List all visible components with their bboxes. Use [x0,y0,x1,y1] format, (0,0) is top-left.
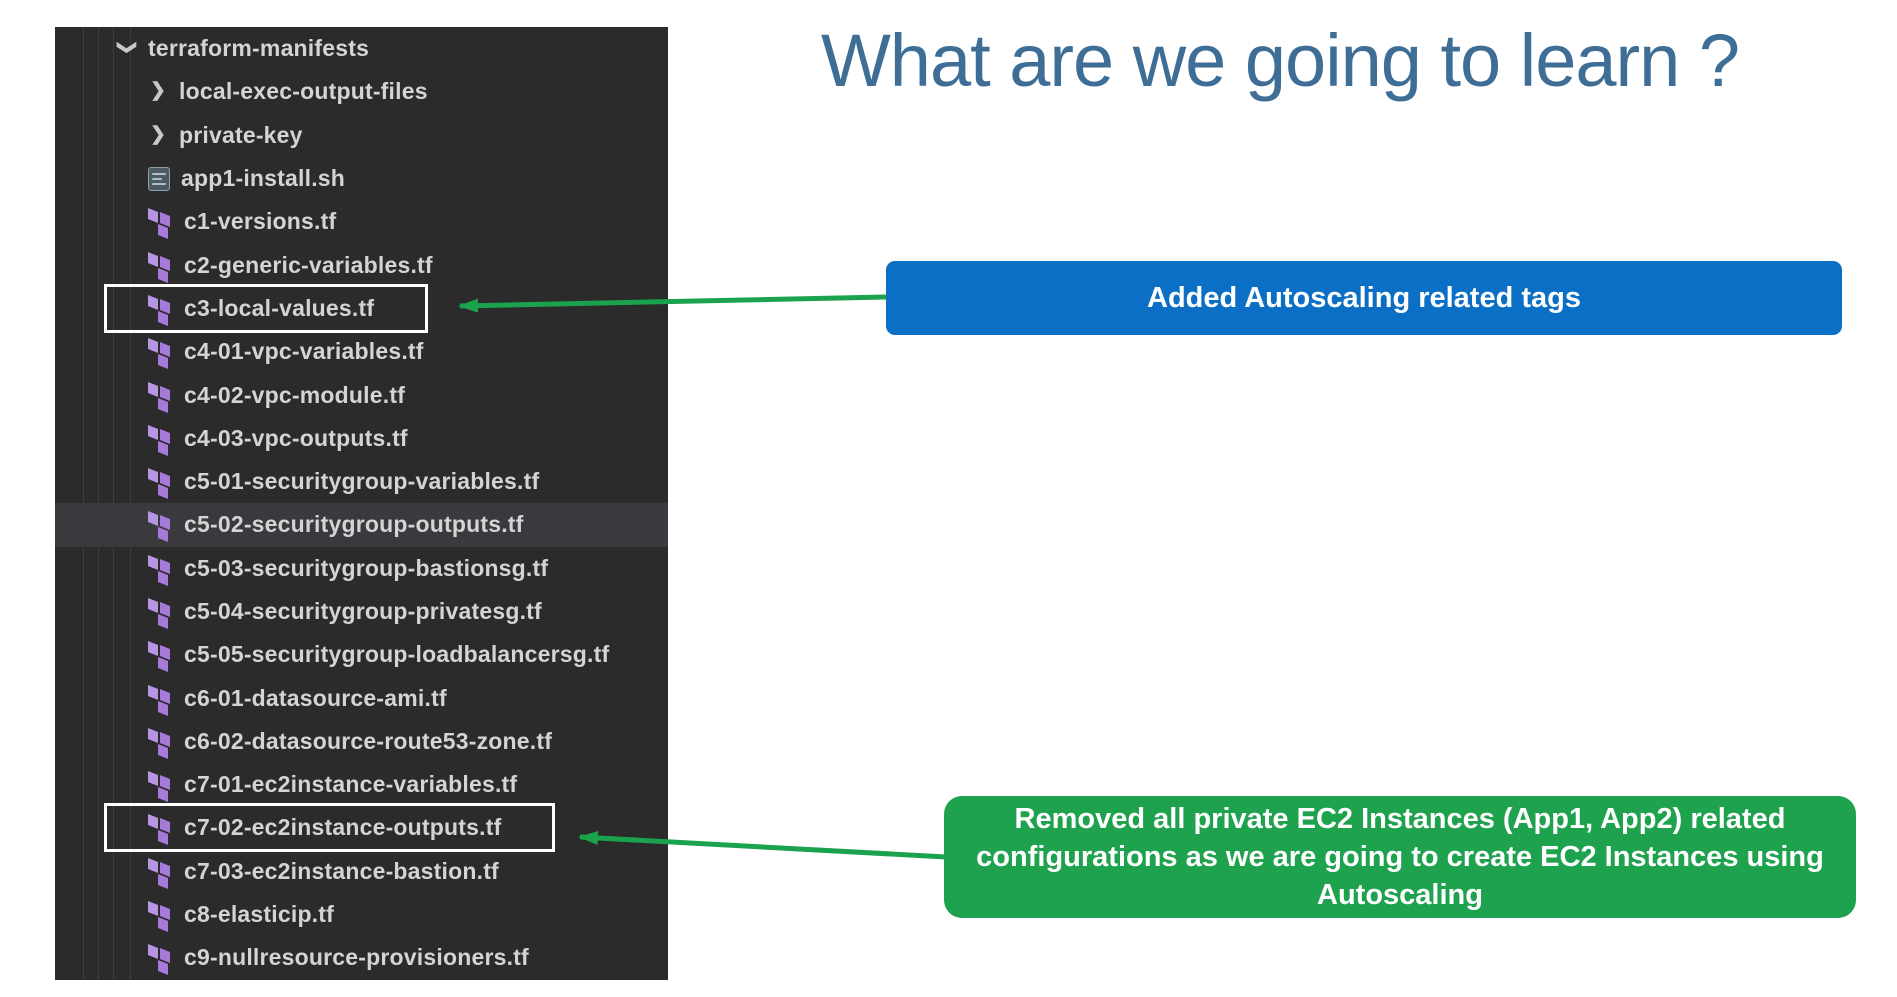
tree-item-c5-01-securitygroup-variables.tf[interactable]: c5-01-securitygroup-variables.tf [55,460,668,503]
chevron-right-icon: ❯ [150,123,166,145]
file-name: c4-01-vpc-variables.tf [184,338,424,365]
file-name: c9-nullresource-provisioners.tf [184,944,529,971]
tree-item-app1-install.sh[interactable]: app1-install.sh [55,157,668,200]
file-name: app1-install.sh [181,165,346,192]
tree-item-c6-02-datasource-route53-zone.tf[interactable]: c6-02-datasource-route53-zone.tf [55,720,668,763]
file-explorer-panel: ❯ terraform-manifests ❯ local-exec-output… [55,27,668,980]
terraform-icon [148,509,173,543]
terraform-icon [148,466,173,500]
file-name: c7-03-ec2instance-bastion.tf [184,857,499,884]
tree-item-c6-01-datasource-ami.tf[interactable]: c6-01-datasource-ami.tf [55,676,668,719]
terraform-icon [148,942,173,976]
tree-item-c5-05-securitygroup-loadbalancersg.tf[interactable]: c5-05-securitygroup-loadbalancersg.tf [55,633,668,676]
tree-item-c2-generic-variables.tf[interactable]: c2-generic-variables.tf [55,243,668,286]
file-name: c4-03-vpc-outputs.tf [184,424,408,451]
terraform-icon [148,683,173,716]
tree-item-c1-versions.tf[interactable]: c1-versions.tf [55,200,668,243]
file-name: c8-elasticip.tf [184,901,334,928]
folder-name: terraform-manifests [148,35,370,62]
callout-text: Removed all private EC2 Instances (App1,… [976,803,1824,911]
terraform-icon [148,596,173,630]
folder-name: private-key [179,121,303,148]
file-name: c4-02-vpc-module.tf [184,381,406,408]
shell-script-icon [148,166,170,191]
tree-item-private-key[interactable]: ❯ private-key [55,114,668,157]
tree-item-c7-02-ec2instance-outputs.tf[interactable]: c7-02-ec2instance-outputs.tf [55,803,668,853]
chevron-right-icon: ❯ [150,80,166,102]
terraform-icon [148,380,173,413]
file-name: c6-01-datasource-ami.tf [184,684,447,711]
file-tree: ❯ terraform-manifests ❯ local-exec-output… [55,27,668,980]
terraform-icon [148,423,173,456]
terraform-icon [148,293,173,326]
file-name: c6-02-datasource-route53-zone.tf [184,727,553,754]
callout-removed-ec2-instances: Removed all private EC2 Instances (App1,… [944,796,1856,918]
file-name: c5-04-securitygroup-privatesg.tf [184,598,542,624]
page-title: What are we going to learn ? [820,19,1740,102]
terraform-icon [148,856,173,889]
file-name: c3-local-values.tf [184,294,375,321]
chevron-down-icon: ❯ [116,39,138,56]
terraform-icon [148,769,173,803]
tree-item-c9-nullresource-provisioners.tf[interactable]: c9-nullresource-provisioners.tf [55,936,668,979]
terraform-icon [148,553,173,586]
tree-item-local-exec-output-files[interactable]: ❯ local-exec-output-files [55,70,668,113]
tree-item-c7-01-ec2instance-variables.tf[interactable]: c7-01-ec2instance-variables.tf [55,763,668,806]
file-name: c1-versions.tf [184,208,337,235]
tree-item-c4-01-vpc-variables.tf[interactable]: c4-01-vpc-variables.tf [55,330,668,373]
tree-item-c4-02-vpc-module.tf[interactable]: c4-02-vpc-module.tf [55,373,668,416]
file-name: c5-01-securitygroup-variables.tf [184,468,540,495]
terraform-icon [148,812,173,846]
file-name: c2-generic-variables.tf [184,251,433,278]
folder-name: local-exec-output-files [179,78,428,105]
tree-item-c5-04-securitygroup-privatesg.tf[interactable]: c5-04-securitygroup-privatesg.tf [55,590,668,633]
tree-item-c5-03-securitygroup-bastionsg.tf[interactable]: c5-03-securitygroup-bastionsg.tf [55,547,668,590]
terraform-icon [148,899,173,933]
tree-item-terraform-manifests[interactable]: ❯ terraform-manifests [55,27,668,70]
terraform-icon [148,726,173,759]
terraform-icon [148,639,173,673]
file-name: c7-02-ec2instance-outputs.tf [184,814,502,841]
callout-text: Added Autoscaling related tags [1147,281,1581,314]
tree-item-c4-03-vpc-outputs.tf[interactable]: c4-03-vpc-outputs.tf [55,417,668,460]
terraform-icon [148,206,173,240]
file-name: c5-03-securitygroup-bastionsg.tf [184,554,549,581]
tree-item-c7-03-ec2instance-bastion.tf[interactable]: c7-03-ec2instance-bastion.tf [55,850,668,893]
callout-added-autoscaling-tags: Added Autoscaling related tags [886,261,1842,335]
file-name: c5-02-securitygroup-outputs.tf [184,511,524,538]
file-name: c5-05-securitygroup-loadbalancersg.tf [184,641,610,668]
terraform-icon [148,250,173,283]
tree-item-c3-local-values.tf[interactable]: c3-local-values.tf [55,283,668,333]
tree-item-c8-elasticip.tf[interactable]: c8-elasticip.tf [55,893,668,936]
tree-item-c5-02-securitygroup-outputs.tf[interactable]: c5-02-securitygroup-outputs.tf [55,503,668,547]
file-name: c7-01-ec2instance-variables.tf [184,771,518,798]
terraform-icon [148,336,173,370]
